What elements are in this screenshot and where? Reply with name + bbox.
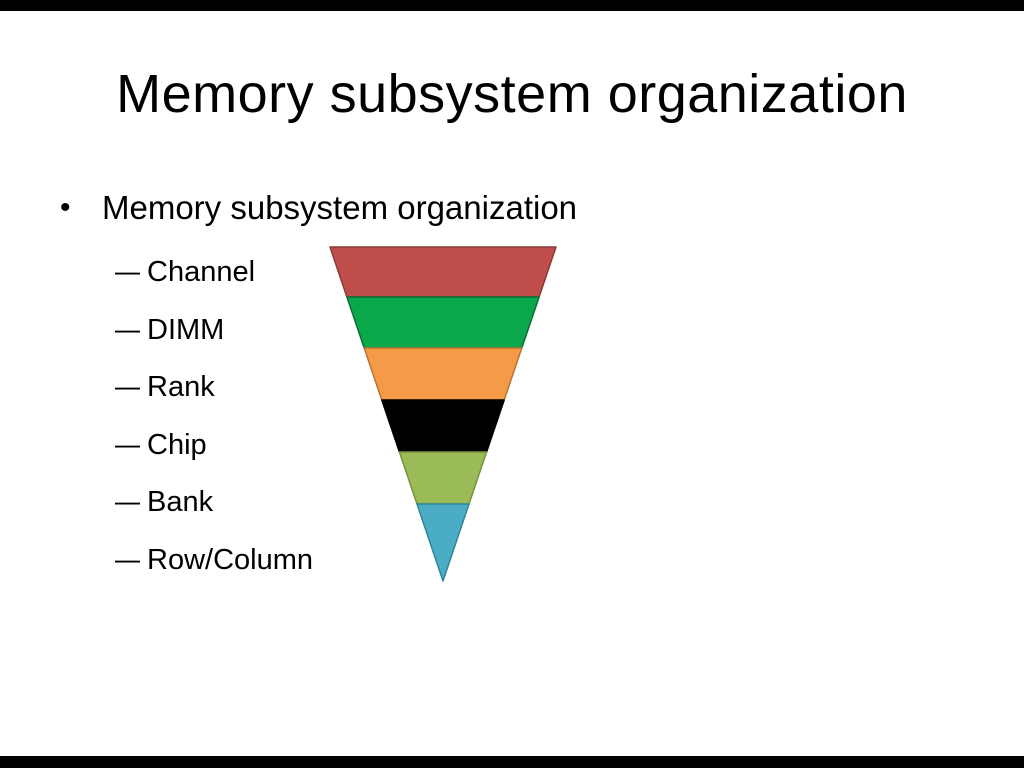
sub-bullet-list: – Channel – DIMM – Rank – Chip – Bank – … [115, 258, 313, 603]
bullet-item: • Memory subsystem organization [60, 191, 577, 224]
funnel-segment-row-column [416, 503, 470, 582]
list-item-label: Chip [147, 428, 207, 461]
funnel-segment-chip [381, 399, 505, 453]
dash-bullet-icon: – [115, 256, 141, 288]
dash-bullet-icon: – [115, 428, 141, 461]
dash-bullet-icon: – [115, 313, 141, 346]
letterbox-bar-top [0, 0, 1024, 11]
list-item: – Channel [115, 258, 313, 316]
list-item: – Bank [115, 488, 313, 546]
funnel-segment-channel [329, 246, 557, 298]
dash-bullet-icon: – [115, 486, 141, 518]
dash-bullet-icon: – [115, 371, 141, 403]
bullet-item-label: Memory subsystem organization [102, 189, 578, 226]
list-item-label: Channel [147, 256, 256, 288]
funnel-segment-rank [363, 347, 523, 401]
list-item-label: DIMM [147, 313, 225, 346]
list-item: – Row/Column [115, 543, 313, 604]
list-item-label: Rank [147, 371, 215, 403]
slide-title: Memory subsystem organization [116, 64, 908, 124]
list-item-label: Row/Column [147, 543, 313, 576]
list-item: – DIMM [115, 313, 313, 374]
funnel-segment-bank [398, 451, 488, 505]
list-item-label: Bank [147, 486, 214, 518]
list-item: – Rank [115, 373, 313, 431]
bullet-dot-icon: • [60, 191, 71, 224]
letterbox-bar-bottom [0, 756, 1024, 768]
dash-bullet-icon: – [115, 543, 141, 576]
list-item: – Chip [115, 428, 313, 489]
funnel-segment-dimm [346, 296, 540, 349]
